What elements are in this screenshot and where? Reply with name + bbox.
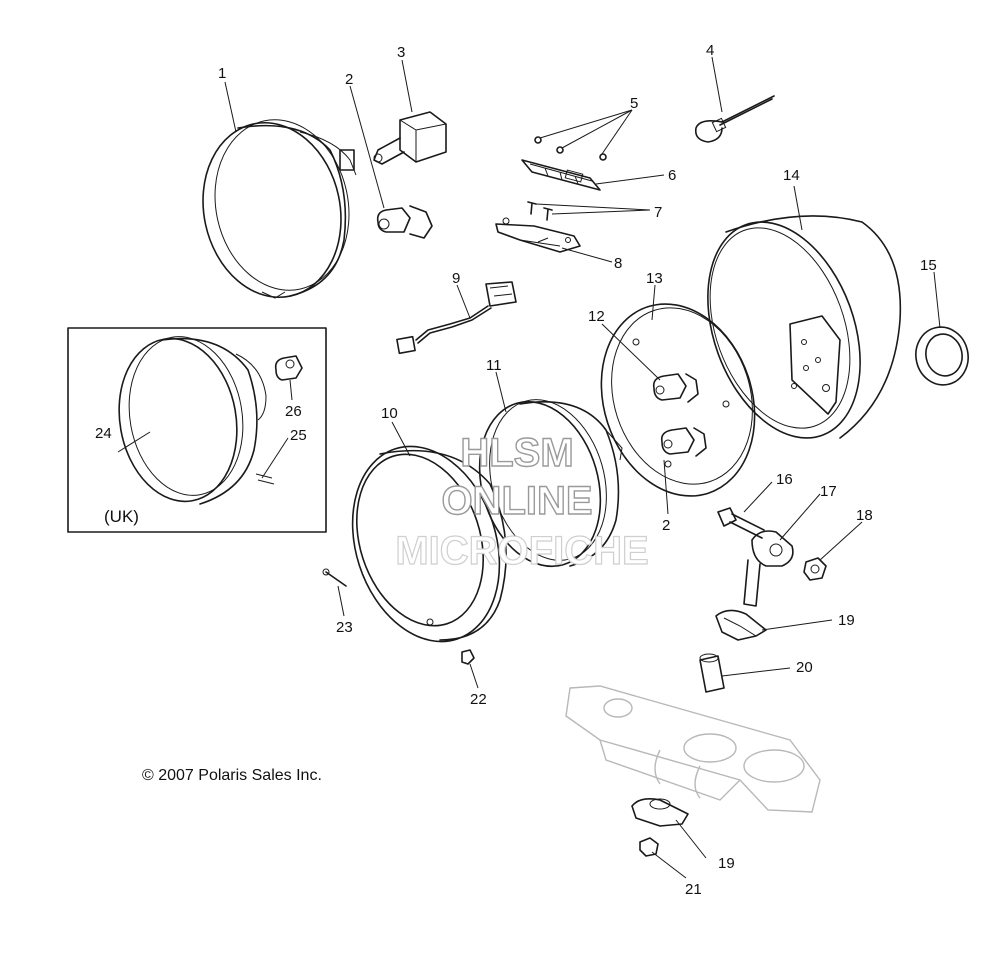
callout-9: 9 xyxy=(452,270,460,287)
copyright-notice: © 2007 Polaris Sales Inc. xyxy=(142,767,322,784)
uk-bulb-part-26[interactable] xyxy=(274,355,303,381)
uk-wire-part-25[interactable] xyxy=(255,473,275,485)
watermark: HLSM ONLINE MICROFICHE xyxy=(395,430,650,573)
callout-21: 21 xyxy=(685,881,702,898)
mounting-plate-part-13[interactable] xyxy=(577,284,778,516)
nut-part-21[interactable] xyxy=(639,837,659,857)
nut-part-22[interactable] xyxy=(461,649,475,665)
pin-part-7[interactable] xyxy=(502,201,553,225)
bulb-socket-part-3[interactable] xyxy=(373,111,447,165)
callout-26: 26 xyxy=(285,403,302,420)
callout-8: 8 xyxy=(614,255,622,272)
circuit-board-part-6[interactable] xyxy=(521,159,601,191)
nut-part-18[interactable] xyxy=(803,557,827,581)
callout-22: 22 xyxy=(470,691,487,708)
watermark-line-2: ONLINE xyxy=(441,479,592,523)
leader-lines xyxy=(117,56,941,879)
lamp-assembly-part-11[interactable] xyxy=(461,386,624,581)
screw-part-23[interactable] xyxy=(322,568,347,587)
bushing-part-19-upper[interactable] xyxy=(715,609,767,641)
bracket-plate-part-8[interactable] xyxy=(495,223,581,253)
headlight-shell-part-14[interactable] xyxy=(680,201,902,459)
uk-variant-inset xyxy=(67,327,327,533)
headlight-bulb-part-2-lower[interactable] xyxy=(660,427,707,457)
callout-25: 25 xyxy=(290,427,307,444)
uk-headlight-part-24[interactable] xyxy=(107,327,267,510)
headlight-bulb-part-2-upper[interactable] xyxy=(376,205,433,239)
watermark-line-3: MICROFICHE xyxy=(395,529,648,573)
watermark-line-1: HLSM xyxy=(460,431,573,475)
callout-2-lower: 2 xyxy=(662,517,670,534)
callout-16: 16 xyxy=(776,471,793,488)
triple-clamp-reference xyxy=(565,685,821,813)
callout-13: 13 xyxy=(646,270,663,287)
callout-15: 15 xyxy=(920,257,937,274)
bulb-part-12[interactable] xyxy=(652,373,699,403)
callout-2-upper: 2 xyxy=(345,71,353,88)
callout-5: 5 xyxy=(630,95,638,112)
grommet-part-15[interactable] xyxy=(911,322,974,390)
callout-14: 14 xyxy=(783,167,800,184)
callout-19-upper: 19 xyxy=(838,612,855,629)
callout-11: 11 xyxy=(486,357,502,374)
callout-19-lower: 19 xyxy=(718,855,735,872)
callout-7: 7 xyxy=(654,204,662,221)
mount-bracket-part-17[interactable] xyxy=(743,530,794,607)
callout-23: 23 xyxy=(336,619,353,636)
callout-18: 18 xyxy=(856,507,873,524)
callout-labels: 1 2 3 4 5 6 7 8 9 10 11 12 13 14 15 16 1… xyxy=(95,42,937,898)
callout-3: 3 xyxy=(397,44,405,61)
spacer-tube-part-20[interactable] xyxy=(699,653,725,693)
wiring-harness-part-9[interactable] xyxy=(396,281,517,355)
bushing-part-19-lower[interactable] xyxy=(631,798,689,827)
callout-12: 12 xyxy=(588,308,605,325)
screw-part-5[interactable] xyxy=(534,136,607,161)
callout-24: 24 xyxy=(95,425,112,442)
bolt-part-16[interactable] xyxy=(717,507,765,539)
callout-1: 1 xyxy=(218,65,226,82)
cable-tie-part-4[interactable] xyxy=(694,95,775,143)
callout-4: 4 xyxy=(706,42,714,59)
callout-6: 6 xyxy=(668,167,676,184)
callout-17: 17 xyxy=(820,483,837,500)
inset-label: (UK) xyxy=(104,507,139,526)
callout-10: 10 xyxy=(381,405,398,422)
headlight-lamp-part-1[interactable] xyxy=(187,107,364,310)
callout-20: 20 xyxy=(796,659,813,676)
